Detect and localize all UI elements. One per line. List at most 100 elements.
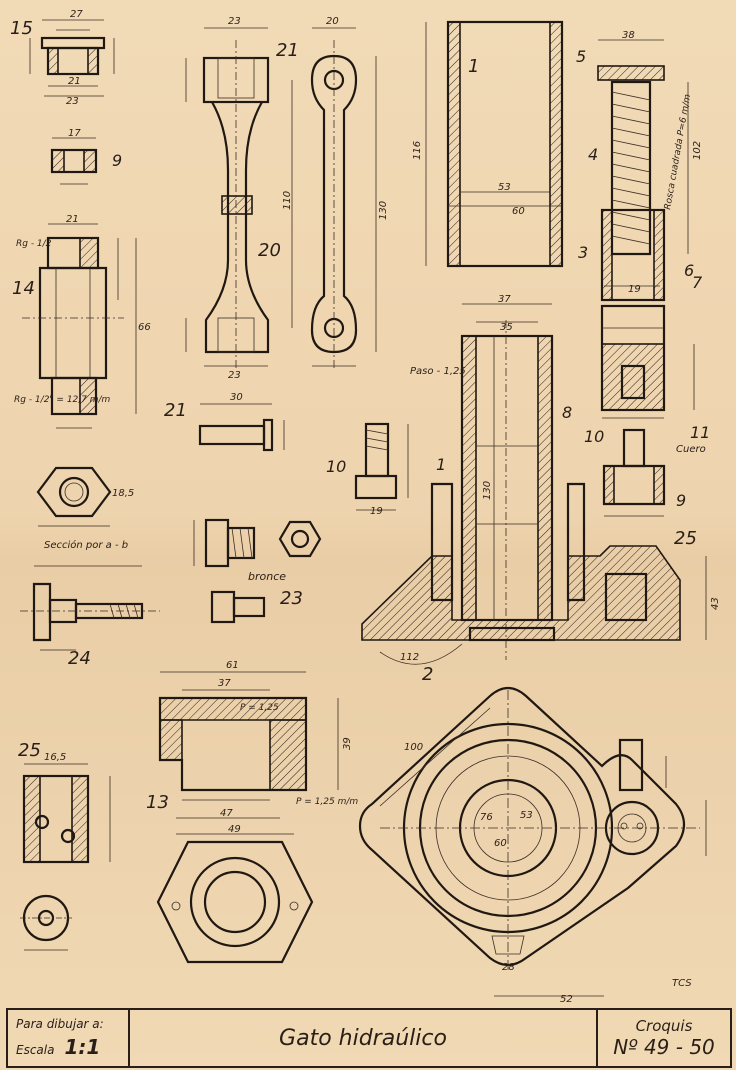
dim-p1-60: 60: [512, 206, 525, 217]
part-label-21b: 21: [164, 400, 187, 421]
part-label-8: 8: [562, 403, 572, 422]
dim-p20-130: 130: [378, 201, 389, 220]
part-label-15: 15: [10, 18, 33, 39]
part-label-3: 3: [578, 243, 588, 262]
rg-half-mm-note: Rg - 1/2" = 12,7 m/m: [14, 395, 111, 405]
part-label-9b: 9: [676, 491, 686, 510]
part-5-4-3-screw: [597, 39, 689, 302]
part-labels: 15 9 14 21 20 1 5 4 3 6 7 8 10 11 9 25 2…: [10, 18, 710, 813]
small-bolt-nut: [193, 518, 322, 624]
part-label-2: 2: [422, 664, 433, 685]
dim-asm-35: 35: [500, 322, 513, 333]
part-label-14: 14: [12, 278, 35, 299]
part-10-bolt: [354, 422, 409, 511]
dim-p13-49: 49: [228, 824, 241, 835]
dim-p13-47: 47: [220, 808, 233, 819]
part-8-piston: [600, 304, 695, 419]
part-label-21: 21: [276, 40, 299, 61]
part-20-side-view: [291, 27, 377, 368]
part-label-6: 6: [684, 261, 694, 280]
thread-note: Rosca cuadrada P=6 m/m: [663, 93, 693, 210]
signature: TCS: [672, 978, 692, 989]
title-block: Para dibujar a: Escala 1:1 Gato hidraúli…: [6, 1008, 732, 1068]
part-label-24: 24: [68, 648, 91, 669]
dim-p13-37: 37: [218, 678, 231, 689]
dim-p20-110: 110: [282, 191, 293, 210]
part-label-20: 20: [258, 240, 281, 261]
dimension-labels: 27 21 23 17 21 66 18,5 23 23 20 110 130 …: [44, 9, 721, 1005]
scale-cell: Para dibujar a: Escala 1:1: [8, 1010, 130, 1066]
dim-p2-28: 28: [502, 962, 515, 973]
dim-p2-60: 60: [494, 838, 507, 849]
part-9-view: [50, 137, 98, 185]
part-14-view: [22, 223, 137, 527]
part-label-10: 10: [584, 427, 604, 446]
dim-p21b-30: 30: [230, 392, 243, 403]
dim-p15-21: 21: [68, 76, 81, 87]
leather-note: Cuero: [676, 444, 706, 455]
section-ab-note: Sección por a - b: [44, 539, 128, 551]
part-10-11-9-valve: [602, 428, 666, 517]
part-label-13: 13: [146, 792, 169, 813]
title-cell: Gato hidraúlico: [130, 1010, 598, 1066]
dim-p25top-43: 43: [710, 597, 721, 610]
dim-p15-27: 27: [70, 9, 83, 20]
dim-p20-20: 20: [326, 16, 339, 27]
dim-p14-66: 66: [138, 322, 151, 333]
main-assembly-section: [361, 303, 707, 665]
part-label-9: 9: [112, 151, 122, 170]
part-21-20-front-view: [185, 27, 270, 368]
dim-p13-61: 61: [226, 660, 239, 671]
pitch-note: Paso - 1,25: [410, 366, 466, 377]
part-1-cylinder: [425, 20, 564, 268]
dim-p13-39: 39: [342, 737, 353, 750]
dim-p21-23b: 23: [228, 370, 241, 381]
dim-p14-185: 18,5: [112, 488, 134, 499]
part-label-5: 5: [576, 47, 586, 66]
part-21-pin: [198, 403, 285, 452]
dim-p1-116: 116: [412, 141, 423, 160]
dim-p5-38: 38: [622, 30, 635, 41]
number-cell: Croquis Nº 49 - 50: [598, 1010, 730, 1066]
rg-half-note: Rg - 1/2: [16, 239, 52, 249]
dim-asm-37: 37: [498, 294, 511, 305]
drawing-number: Nº 49 - 50: [613, 1035, 715, 1059]
part-label-4: 4: [588, 145, 598, 164]
dim-p9-17: 17: [68, 128, 81, 139]
technical-drawing: 15 9 14 21 20 1 5 4 3 6 7 8 10 11 9 25 2…: [10, 9, 721, 1005]
bronze-note: bronce: [248, 570, 286, 583]
dim-p10-19: 19: [370, 506, 383, 517]
dim-p2-52: 52: [560, 994, 573, 1005]
scale-value: 1:1: [64, 1035, 101, 1059]
pitch-mm-note: P = 1,25 m/m: [296, 797, 358, 807]
dim-p2-100: 100: [404, 742, 423, 753]
part-label-10b: 10: [326, 457, 346, 476]
dim-p2-76: 76: [480, 812, 493, 823]
part-label-25-top: 25: [674, 528, 697, 549]
part-label-1: 1: [468, 56, 479, 77]
dim-p15-23: 23: [66, 96, 79, 107]
p125-note: P = 1,25: [240, 703, 279, 713]
part-label-1b: 1: [436, 455, 446, 474]
part-label-11: 11: [690, 423, 710, 442]
dim-p3-19: 19: [628, 284, 641, 295]
dim-p21-23: 23: [228, 16, 241, 27]
dim-p2-53: 53: [520, 810, 533, 821]
part-15-view: [29, 19, 115, 97]
drawing-type: Croquis: [635, 1017, 693, 1035]
dim-asm-112: 112: [400, 652, 419, 663]
part-25-block: [20, 763, 111, 951]
dim-p25-165: 16,5: [44, 752, 66, 763]
dim-p1-53: 53: [498, 182, 511, 193]
scale-label: Escala: [16, 1043, 55, 1057]
part-2-base-plan: [358, 686, 707, 997]
part-label-23: 23: [280, 588, 303, 609]
dim-p5-102: 102: [692, 141, 703, 160]
part-label-25: 25: [18, 740, 41, 761]
part-24-stem: [20, 565, 160, 651]
draw-label: Para dibujar a:: [16, 1017, 104, 1031]
drawing-title: Gato hidraúlico: [279, 1025, 447, 1051]
dim-asm-130: 130: [482, 481, 493, 500]
part-label-7: 7: [692, 273, 703, 292]
